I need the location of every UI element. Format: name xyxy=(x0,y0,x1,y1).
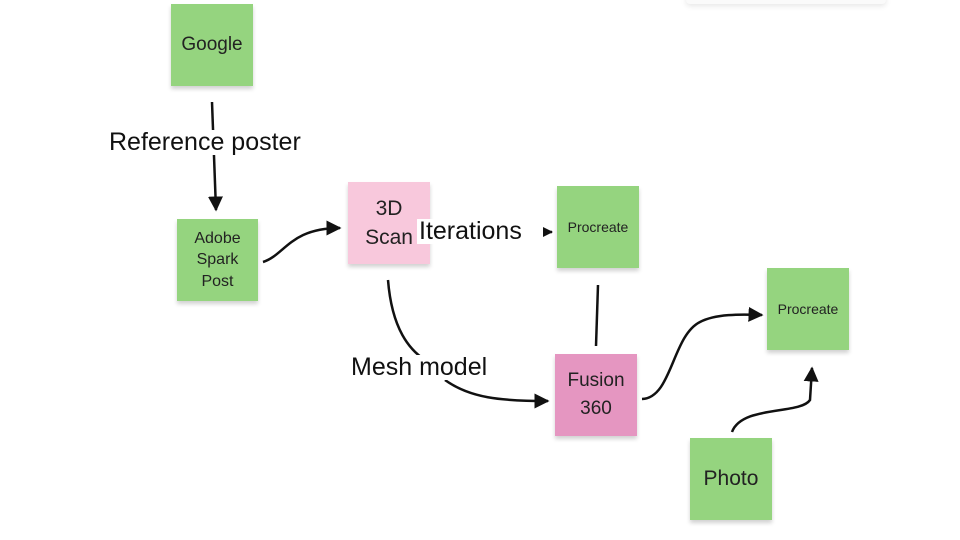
note-procreate-right[interactable]: Procreate xyxy=(767,268,849,350)
connector-photo-to-procreate[interactable] xyxy=(730,366,819,433)
connector-procreate-to-fusion[interactable] xyxy=(594,284,600,347)
connector-google-to-adobe[interactable] xyxy=(208,101,223,212)
edge-label-reference-poster: Reference poster xyxy=(107,128,303,156)
note-3d-scan-text: 3D Scan xyxy=(365,196,413,249)
connector-fusion-to-procreate[interactable] xyxy=(641,306,764,401)
note-procreate-right-text: Procreate xyxy=(777,301,839,317)
note-fusion-360[interactable]: Fusion 360 xyxy=(555,354,637,436)
connector-3dscan-to-fusion[interactable] xyxy=(386,279,548,401)
note-fusion-360-text: Fusion 360 xyxy=(567,369,625,420)
note-photo-text: Photo xyxy=(703,467,759,490)
note-adobe-spark-post-text: Adobe Spark Post xyxy=(194,229,241,290)
note-adobe-spark-post[interactable]: Adobe Spark Post xyxy=(177,219,258,301)
note-procreate-top-text: Procreate xyxy=(567,219,629,235)
note-google-text: Google xyxy=(181,34,243,55)
toolbar-edge xyxy=(686,0,886,4)
note-google[interactable]: Google xyxy=(171,4,253,86)
edge-label-mesh-model: Mesh model xyxy=(349,353,490,381)
edge-label-iterations: Iterations xyxy=(417,219,526,244)
note-procreate-top[interactable]: Procreate xyxy=(557,186,639,268)
note-3d-scan[interactable]: 3D Scan xyxy=(348,182,430,264)
note-photo[interactable]: Photo xyxy=(690,438,772,520)
connector-adobe-to-3dscan[interactable] xyxy=(262,220,342,264)
